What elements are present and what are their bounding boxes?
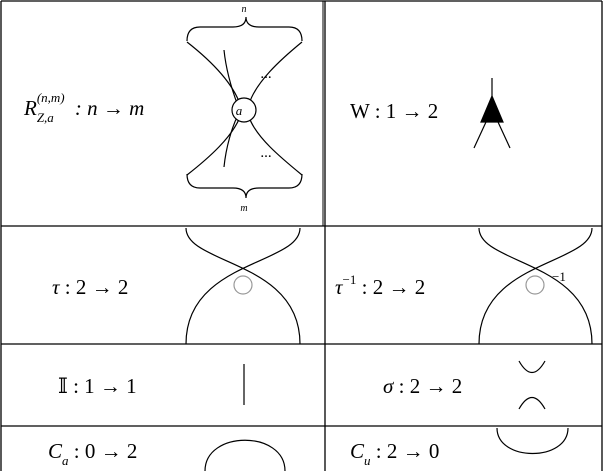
sigma-diagram	[518, 360, 546, 410]
w-symbol: W	[350, 99, 370, 123]
r-node-label: a⃗	[236, 103, 253, 118]
cup-symbol: C	[350, 439, 365, 463]
sigma-upper-arc	[518, 360, 546, 374]
r-diagram	[186, 16, 303, 199]
cup-subscript: u	[364, 453, 371, 468]
cap-label: Ca : 0 → 2	[48, 439, 138, 468]
sigma-signature: : 2 → 2	[398, 374, 463, 398]
tau-symbol: τ	[52, 275, 60, 299]
r-signature: : n → m	[74, 96, 145, 120]
top-brace	[186, 16, 303, 42]
cap-signature: : 0 → 2	[73, 439, 138, 463]
tau-strand-1	[185, 227, 301, 345]
tau-label: τ : 2 → 2	[52, 277, 128, 298]
tau-inv-label: τ−1 : 2 → 2	[335, 273, 426, 299]
r-superscript: (n,m)	[36, 90, 65, 105]
cup-label: Cu : 2 → 0	[350, 439, 440, 468]
cap-subscript: a	[62, 453, 69, 468]
tau-inv-superscript: −1	[342, 272, 357, 287]
r-strand-bottom-middle	[223, 114, 239, 168]
tau-inv-signature: : 2 → 2	[361, 275, 426, 299]
w-label: W : 1 → 2	[350, 101, 438, 122]
bottom-brace	[186, 173, 303, 199]
sigma-symbol: σ	[383, 374, 394, 398]
r-strand-top-right	[248, 41, 303, 105]
tau-signature: : 2 → 2	[64, 275, 129, 299]
tau-inv-strand-1	[478, 227, 593, 345]
tau-inv-virtual-crossing	[525, 275, 545, 295]
w-output-left	[473, 121, 487, 149]
cup-signature: : 2 → 0	[375, 439, 440, 463]
dots-top: ...	[260, 66, 271, 82]
tau-inv-symbol: τ	[335, 275, 343, 299]
w-diagram	[473, 78, 511, 149]
r-strand-bottom-left	[186, 116, 241, 176]
r-label: R(n,m) Z,a⃗ : n → m	[24, 91, 145, 124]
r-subscript: Z,a⃗	[36, 110, 64, 125]
bottom-brace-label: m	[240, 203, 247, 214]
w-output-right	[497, 121, 511, 149]
cap-symbol: C	[48, 439, 63, 463]
r-strand-top-left	[186, 41, 241, 105]
sigma-lower-arc	[518, 396, 546, 410]
dots-bottom: ...	[260, 145, 271, 161]
r-symbol: R	[24, 96, 37, 120]
identity-label: 𝕀 : 1 → 1	[58, 376, 137, 397]
w-signature: : 1 → 2	[374, 99, 439, 123]
identity-signature: : 1 → 1	[73, 374, 137, 398]
tau-inv-diagram	[478, 227, 593, 345]
sigma-label: σ : 2 → 2	[383, 376, 462, 397]
w-triangle	[480, 94, 504, 123]
top-brace-label: n	[242, 4, 247, 15]
identity-symbol: 𝕀	[58, 374, 68, 398]
r-strand-bottom-right	[248, 116, 303, 176]
tau-diagram	[185, 227, 301, 345]
tau-strand-2	[185, 227, 301, 345]
cup-arc	[496, 427, 569, 455]
cap-arc	[204, 439, 286, 472]
tau-inv-crossing-label: −1	[552, 269, 566, 284]
r-node	[231, 97, 257, 123]
tau-inv-strand-2	[478, 227, 593, 345]
r-strand-top-middle	[223, 49, 239, 107]
tau-virtual-crossing	[233, 275, 253, 295]
